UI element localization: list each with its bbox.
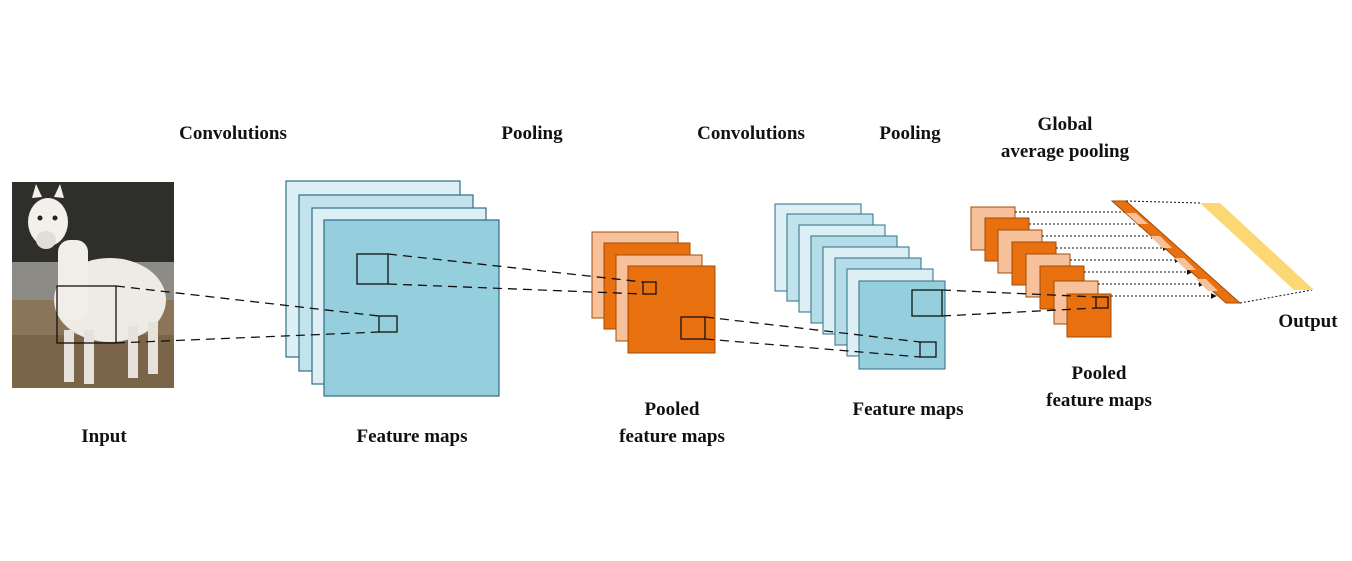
feature-map	[323, 219, 500, 397]
label-pooled-2-line2: feature maps	[1046, 390, 1152, 411]
label-feature-maps-2: Feature maps	[853, 399, 964, 420]
pooled-map	[627, 265, 716, 354]
pooled-maps-stack-1	[591, 231, 716, 354]
pooled-map	[1066, 293, 1112, 338]
label-convolutions-2: Convolutions	[697, 123, 805, 144]
label-pooled-1-line2: feature maps	[619, 426, 725, 447]
label-pooled-2-line1: Pooled	[1072, 363, 1127, 384]
label-pooling-1: Pooling	[501, 123, 563, 144]
feature-maps-stack-1	[285, 180, 500, 397]
label-pooling-2: Pooling	[879, 123, 941, 144]
feature-map	[858, 280, 946, 370]
input-receptive-field	[56, 285, 117, 344]
label-convolutions-1: Convolutions	[179, 123, 287, 144]
dashed-connectors	[115, 253, 1097, 358]
label-output: Output	[1278, 311, 1338, 332]
label-global-line1: Global	[1038, 114, 1093, 135]
feature-maps-stack-2	[774, 203, 946, 370]
gap-arrows	[1015, 209, 1217, 299]
label-input: Input	[81, 426, 127, 447]
pooled-maps-stack-2	[970, 206, 1112, 338]
label-feature-maps-1: Feature maps	[357, 426, 468, 447]
label-pooled-1-line1: Pooled	[645, 399, 700, 420]
output-connectors	[1125, 200, 1313, 304]
input-image	[12, 182, 174, 388]
label-global-line2: average pooling	[1001, 141, 1130, 162]
output-bar	[1200, 203, 1314, 290]
